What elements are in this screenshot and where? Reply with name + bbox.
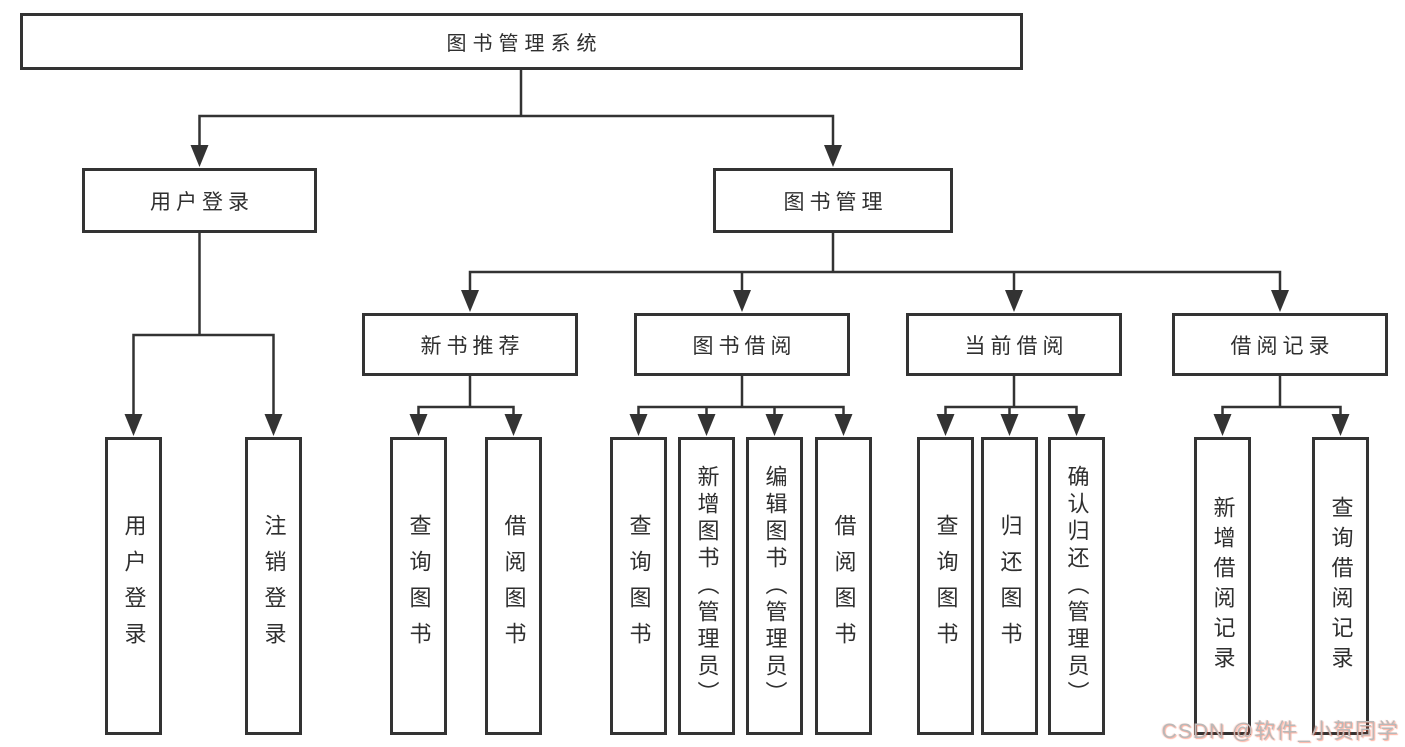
leaf-user-login: 用户登录 — [105, 437, 162, 735]
node-library-system: 图书管理系统 — [20, 13, 1023, 70]
arrow-down-icon — [733, 290, 751, 312]
leaf-edit-book-admin: 编辑图书（管理员） — [746, 437, 803, 735]
arrow-down-icon — [824, 145, 842, 167]
arrow-down-icon — [461, 290, 479, 312]
arrow-down-icon — [409, 414, 428, 436]
arrow-down-icon — [1213, 414, 1232, 436]
leaf-query-borrow-record: 查询借阅记录 — [1312, 437, 1369, 735]
node-book-management: 图书管理 — [713, 168, 953, 233]
arrowheads — [124, 145, 1350, 436]
leaf-query-books-current: 查询图书 — [917, 437, 974, 735]
leaf-add-book-admin: 新增图书（管理员） — [678, 437, 735, 735]
node-book-borrowing: 图书借阅 — [634, 313, 850, 376]
arrow-down-icon — [124, 414, 143, 436]
arrow-down-icon — [504, 414, 523, 436]
arrow-down-icon — [834, 414, 853, 436]
arrow-down-icon — [936, 414, 955, 436]
arrow-down-icon — [1331, 414, 1350, 436]
arrow-down-icon — [190, 145, 209, 167]
arrow-down-icon — [1067, 414, 1086, 436]
node-new-book-recommend: 新书推荐 — [362, 313, 578, 376]
leaf-borrow-books-recommend: 借阅图书 — [485, 437, 542, 735]
leaf-add-borrow-record: 新增借阅记录 — [1194, 437, 1251, 735]
leaf-query-books-borrowing: 查询图书 — [610, 437, 667, 735]
node-borrowing-records: 借阅记录 — [1172, 313, 1388, 376]
leaf-borrow-books-borrowing: 借阅图书 — [815, 437, 872, 735]
arrow-down-icon — [697, 414, 716, 436]
arrow-down-icon — [1005, 290, 1023, 312]
csdn-watermark: CSDN @软件_小贺同学 — [1161, 720, 1399, 743]
connector-root-to-level2 — [198, 70, 835, 146]
connector-level3-to-leaves — [417, 376, 1342, 414]
arrow-down-icon — [1271, 290, 1289, 312]
arrow-down-icon — [264, 414, 283, 436]
connector-user-login-to-children — [132, 233, 275, 414]
arrow-down-icon — [1000, 414, 1019, 436]
leaf-logout: 注销登录 — [245, 437, 302, 735]
leaf-confirm-return-admin: 确认归还（管理员） — [1048, 437, 1105, 735]
node-current-borrowing: 当前借阅 — [906, 313, 1122, 376]
leaf-return-books: 归还图书 — [981, 437, 1038, 735]
arrow-down-icon — [765, 414, 784, 436]
arrow-down-icon — [629, 414, 648, 436]
node-user-login: 用户登录 — [82, 168, 317, 233]
connector-book-management-to-level3 — [468, 233, 1282, 291]
leaf-query-books-recommend: 查询图书 — [390, 437, 447, 735]
